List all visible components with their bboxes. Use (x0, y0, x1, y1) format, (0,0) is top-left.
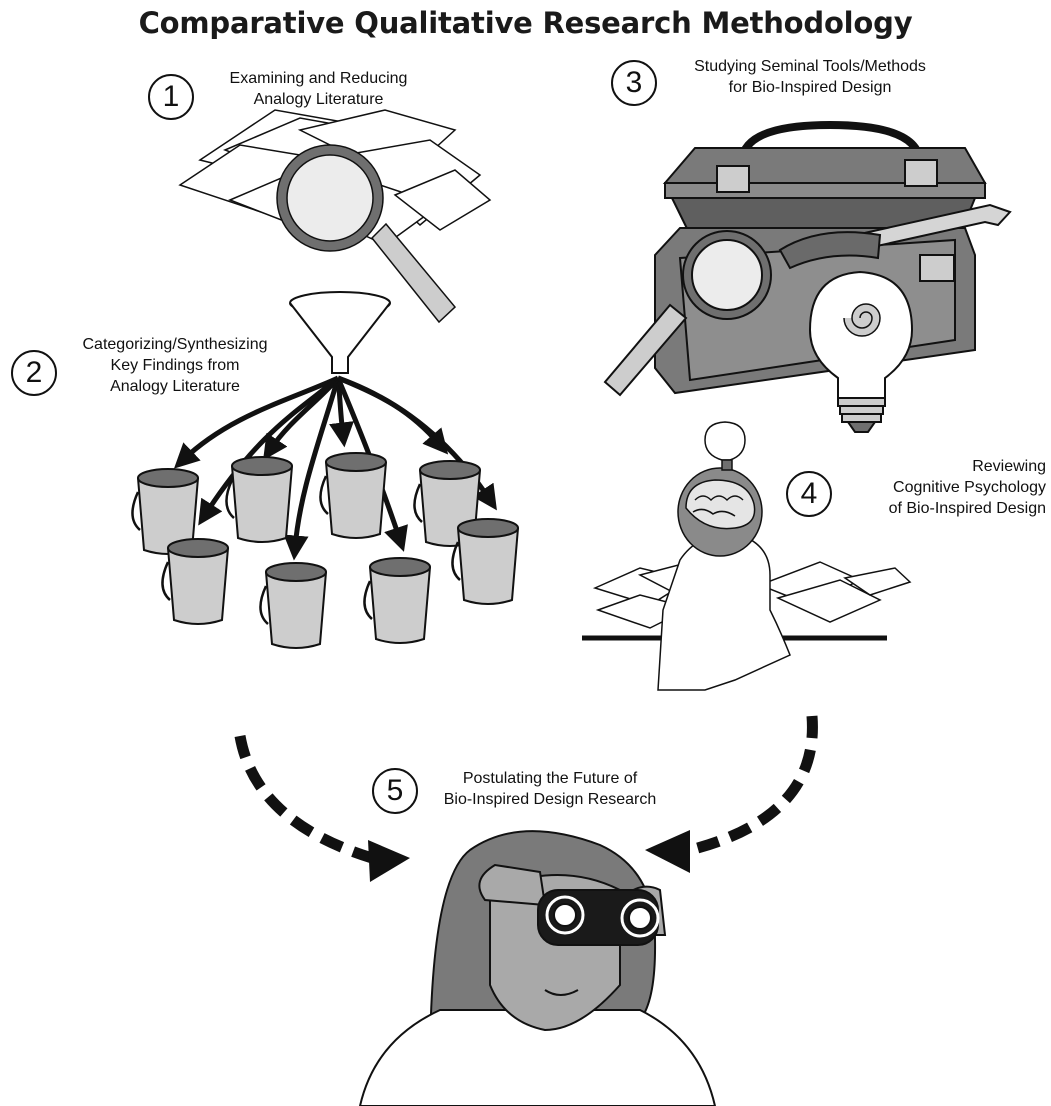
step-2-line-3: Analogy Literature (60, 376, 290, 397)
funnel-icon (290, 292, 390, 373)
bucket-icon (452, 519, 518, 604)
step-1-label: Examining and Reducing Analogy Literatur… (196, 68, 441, 110)
step-2-badge: 2 (11, 350, 57, 396)
step-2-label: Categorizing/Synthesizing Key Findings f… (60, 334, 290, 397)
bucket-icon (364, 558, 430, 643)
bucket-icon (260, 563, 326, 648)
step-5-badge: 5 (372, 768, 418, 814)
step-4-label: Reviewing Cognitive Psychology of Bio-In… (838, 456, 1046, 519)
step-4-badge: 4 (786, 471, 832, 517)
step-5-line-1: Postulating the Future of (415, 768, 685, 789)
woman-with-binoculars-icon (360, 831, 715, 1106)
step-3-badge: 3 (611, 60, 657, 106)
step-2-line-1: Categorizing/Synthesizing (60, 334, 290, 355)
lightbulb-nautilus-icon (810, 272, 912, 432)
step-1-badge: 1 (148, 74, 194, 120)
step-5-line-2: Bio-Inspired Design Research (415, 789, 685, 810)
step-5-label: Postulating the Future of Bio-Inspired D… (415, 768, 685, 810)
step-1-line-1: Examining and Reducing (196, 68, 441, 89)
toolbox-icon (605, 125, 1010, 395)
papers-with-magnifier-icon (180, 110, 490, 322)
step-3-line-2: for Bio-Inspired Design (660, 77, 960, 98)
bucket-icon (320, 453, 386, 538)
bucket-icon (226, 457, 292, 542)
step-2-line-2: Key Findings from (60, 355, 290, 376)
figure-title: Comparative Qualitative Research Methodo… (0, 6, 1051, 40)
step-4-line-2: Cognitive Psychology (838, 477, 1046, 498)
bucket-group (132, 453, 518, 648)
step-1-line-2: Analogy Literature (196, 89, 441, 110)
step-3-label: Studying Seminal Tools/Methods for Bio-I… (660, 56, 960, 98)
bucket-icon (162, 539, 228, 624)
step-3-line-1: Studying Seminal Tools/Methods (660, 56, 960, 77)
step-4-line-1: Reviewing (838, 456, 1046, 477)
step-4-line-3: of Bio-Inspired Design (838, 498, 1046, 519)
